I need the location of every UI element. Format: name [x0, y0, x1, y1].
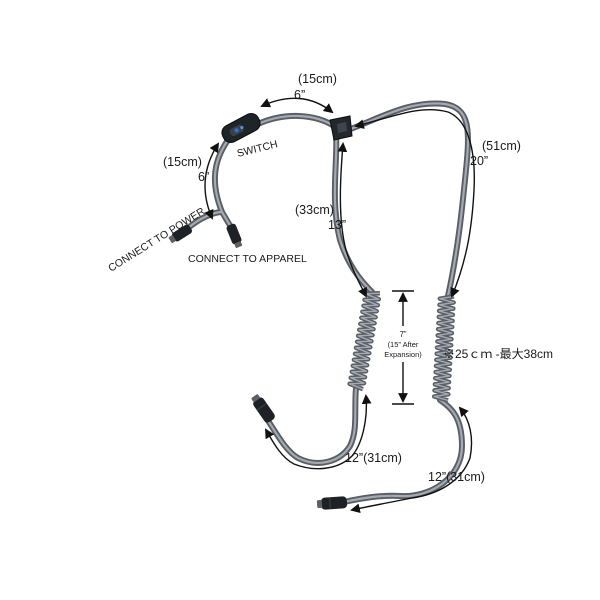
- label-dim-left-upper-imperial: 13”: [328, 218, 346, 232]
- label-coil-line3: Expansion): [384, 350, 422, 359]
- cable-right-upper: [345, 100, 471, 299]
- y-splitter: [329, 115, 353, 141]
- switch-led-icon: [234, 128, 239, 133]
- dimension-arrows: [204, 97, 475, 514]
- label-coil-line1: 7”: [399, 330, 406, 339]
- cables: [185, 100, 471, 505]
- inline-switch: [221, 112, 261, 144]
- label-dim-switch-splitter-metric: (15cm): [298, 72, 337, 86]
- label-dim-right-upper-imperial: 20”: [470, 154, 488, 168]
- apparel-connector: [226, 223, 243, 248]
- label-connect-apparel: CONNECT TO APPAREL: [188, 253, 307, 265]
- arrow-switch-down: [204, 142, 220, 220]
- label-dim-left-upper-metric: (33cm): [295, 203, 334, 217]
- arrow-switch-splitter: [260, 97, 334, 114]
- label-dim-right-upper-metric: (51cm): [482, 139, 521, 153]
- label-dim-switch-splitter-imperial: 6”: [294, 88, 305, 102]
- label-switch: SWITCH: [236, 138, 279, 160]
- label-dim-switch-down-metric: (15cm): [163, 155, 202, 169]
- right-coil: [431, 294, 456, 403]
- coil-highlight: [433, 295, 455, 402]
- cable-left-lower: [259, 385, 359, 466]
- coil-highlight: [348, 292, 380, 390]
- label-dim-right-lower: 12”(31cm): [428, 470, 485, 484]
- arrow-right-lower: [350, 406, 473, 514]
- label-coil-line2: (15” After: [388, 340, 419, 349]
- label-dim-left-lower: 12”(31cm): [345, 451, 402, 465]
- left-end-connector: [251, 394, 275, 423]
- power-connector: [168, 224, 192, 244]
- left-coil: [347, 290, 382, 392]
- label-dim-switch-down-imperial: 6”: [198, 170, 209, 184]
- right-end-connector: [316, 496, 348, 510]
- arrow-right-upper: [354, 108, 475, 298]
- label-coil-jp: ※25ｃｍ -最大38cm: [443, 347, 553, 361]
